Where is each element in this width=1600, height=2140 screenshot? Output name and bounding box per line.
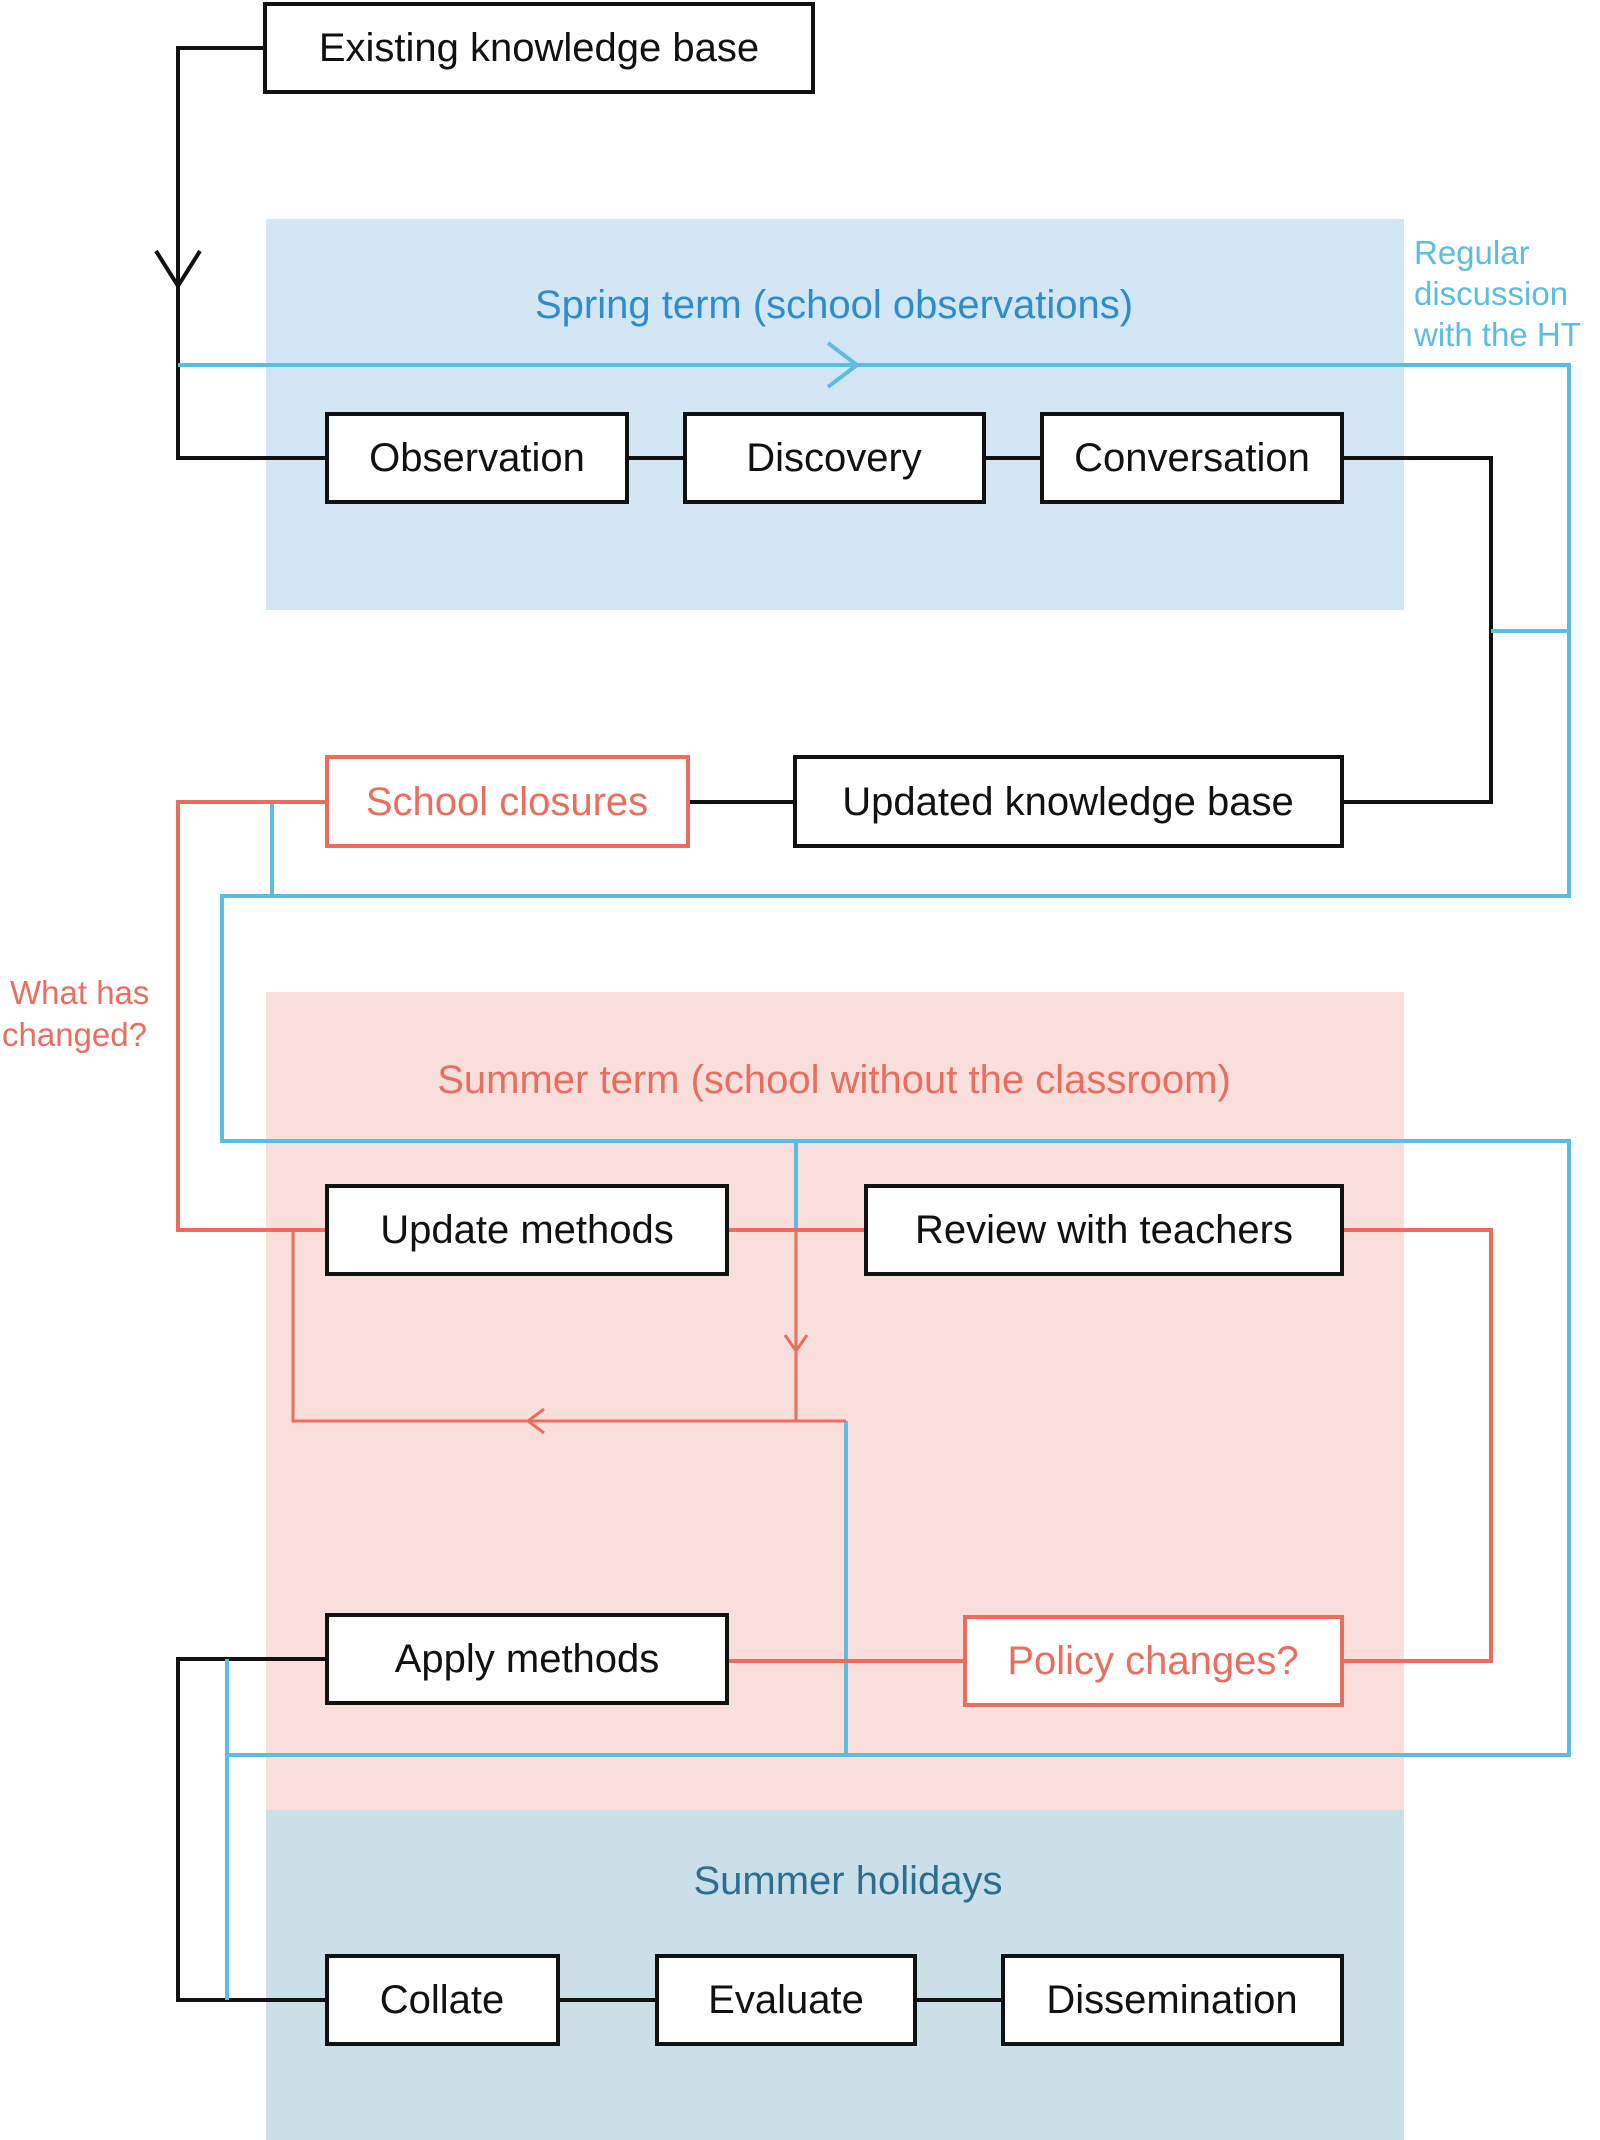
update-methods-label: Update methods — [380, 1208, 674, 1252]
what-has-changed-label: What has changed? — [2, 974, 159, 1053]
discovery-label: Discovery — [746, 436, 922, 480]
discovery-arrow-head — [154, 249, 202, 290]
observation-label: Observation — [369, 436, 585, 480]
conversation-label: Conversation — [1074, 436, 1310, 480]
update-methods-box — [325, 1184, 729, 1276]
summer-holidays-title: Summer holidays — [693, 1859, 1002, 1903]
existing-knowledge-box — [263, 2, 815, 94]
updated-knowledge-box — [793, 755, 1344, 848]
closures-to-update-line — [176, 800, 327, 1232]
regular-discussion-label: Regular discussion with the HT — [1413, 234, 1581, 353]
review-down-arrow-head — [783, 1334, 809, 1354]
apply-methods-box — [325, 1613, 729, 1705]
regular-discussion-line — [178, 363, 1571, 2000]
existing-to-observation-line — [176, 46, 327, 460]
loop-back-line — [291, 1230, 846, 1423]
summer-term-title: Summer term (school without the classroo… — [437, 1058, 1231, 1102]
updated-knowledge-label: Updated knowledge base — [842, 780, 1293, 824]
dissemination-label: Dissemination — [1046, 1978, 1297, 2022]
evaluate-label: Evaluate — [708, 1978, 864, 2022]
review-to-policy-line — [1342, 1228, 1493, 1663]
loop-back-arrow-head — [525, 1407, 545, 1435]
conversation-box — [1040, 412, 1344, 504]
collate-box — [325, 1954, 560, 2046]
existing-knowledge-label: Existing knowledge base — [319, 26, 759, 70]
school-closures-label: School closures — [366, 780, 648, 824]
spring-flow-arrow-head — [826, 341, 861, 389]
school-closures-box — [325, 755, 690, 848]
discovery-box — [683, 412, 986, 504]
review-teachers-box — [864, 1184, 1344, 1276]
evaluate-box — [655, 1954, 917, 2046]
review-teachers-label: Review with teachers — [915, 1208, 1293, 1252]
feedback-loop — [291, 1230, 846, 1435]
apply-to-collate-line — [176, 1657, 327, 2002]
connectors — [154, 46, 1571, 2002]
spring-term-title: Spring term (school observations) — [535, 283, 1133, 327]
observation-box — [325, 412, 629, 504]
collate-label: Collate — [380, 1978, 505, 2022]
dissemination-box — [1001, 1954, 1344, 2046]
apply-methods-label: Apply methods — [395, 1637, 660, 1681]
policy-changes-box — [963, 1615, 1344, 1707]
policy-changes-label: Policy changes? — [1007, 1639, 1298, 1683]
